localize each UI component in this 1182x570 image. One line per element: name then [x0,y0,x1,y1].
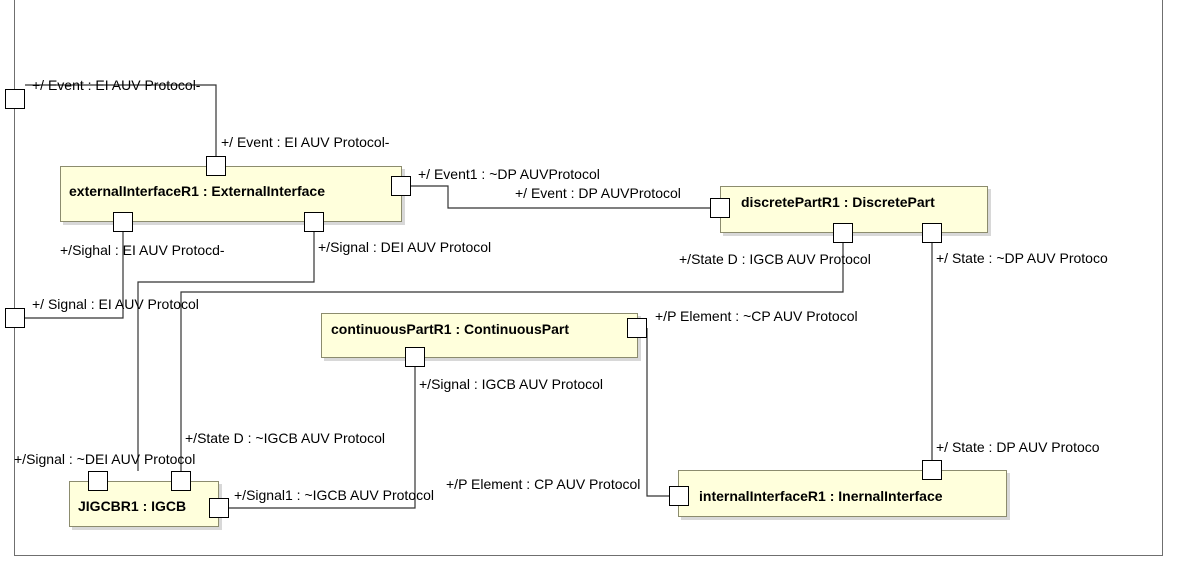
port-external-event1[interactable] [391,176,411,196]
port-label-boundary-event: +/ Event : EI AUV Protocol- [32,77,201,93]
port-label-igcb-signal1: +/Signal1 : ~IGCB AUV Protocol [234,487,434,503]
part-discrete[interactable]: discretePartR1 : DiscretePart [720,186,988,233]
port-label-boundary-signal: +/ Signal : EI AUV Protocol [32,296,199,312]
port-label-discrete-event: +/ Event : DP AUVProtocol [515,185,681,201]
connector-signal-dei [137,232,315,471]
port-igcb-signal[interactable] [88,471,108,491]
port-discrete-event[interactable] [710,198,730,218]
port-label-continuous-signal: +/Signal : IGCB AUV Protocol [419,376,604,392]
part-label-continuous: continuousPartR1 : ContinuousPart [331,321,569,337]
part-external-interface[interactable]: externalInterfaceR1 : ExternalInterface [60,166,402,222]
port-discrete-state[interactable] [922,223,942,243]
port-label-igcb-signal: +/Signal : ~DEI AUV Protocol [14,451,196,467]
port-label-continuous-p-element: +/P Element : ~CP AUV Protocol [655,308,858,324]
connector-event [25,84,217,156]
connector-event1 [411,185,710,209]
port-label-external-event: +/ Event : EI AUV Protocol- [221,134,390,150]
part-label-internal: internalInterfaceR1 : InernalInterface [699,488,943,504]
port-boundary-signal[interactable] [5,308,25,328]
port-internal-state[interactable] [922,460,942,480]
port-external-signal-left[interactable] [113,212,133,232]
port-discrete-state-d[interactable] [833,223,853,243]
port-label-discrete-state-d: +/State D : IGCB AUV Protocol [679,251,871,267]
port-label-igcb-state-d: +/State D : ~IGCB AUV Protocol [185,430,385,446]
part-label-igcb: JIGCBR1 : IGCB [78,498,187,514]
port-label-external-event1: +/ Event1 : ~DP AUVProtocol [418,166,600,182]
part-internal-interface[interactable]: internalInterfaceR1 : InernalInterface [678,470,1007,517]
port-continuous-signal[interactable] [405,347,425,367]
port-igcb-state-d[interactable] [171,471,191,491]
part-label-external: externalInterfaceR1 : ExternalInterface [69,183,325,199]
port-igcb-signal1[interactable] [209,498,229,518]
diagram-frame [14,0,1163,556]
port-label-internal-state: +/ State : DP AUV Protoco [936,439,1100,455]
port-internal-p-element[interactable] [669,486,689,506]
port-label-external-signal-right: +/Signal : DEI AUV Protocol [318,239,492,255]
port-label-internal-p-element: +/P Element : CP AUV Protocol [446,476,641,492]
part-continuous[interactable]: continuousPartR1 : ContinuousPart [321,313,638,358]
connector-p-element [646,328,669,497]
port-label-discrete-state: +/ State : ~DP AUV Protoco [936,250,1108,266]
connector-signal-boundary [25,232,124,319]
connector-state-d [180,243,844,471]
port-external-signal-right[interactable] [304,212,324,232]
connector-signal-igcb [229,367,416,509]
port-boundary-event[interactable] [5,89,25,109]
port-continuous-p-element[interactable] [627,318,647,338]
port-external-event[interactable] [206,156,226,176]
port-label-external-signal-left: +/Sighal : EI AUV Protocd- [60,242,225,258]
part-label-discrete: discretePartR1 : DiscretePart [741,194,935,210]
